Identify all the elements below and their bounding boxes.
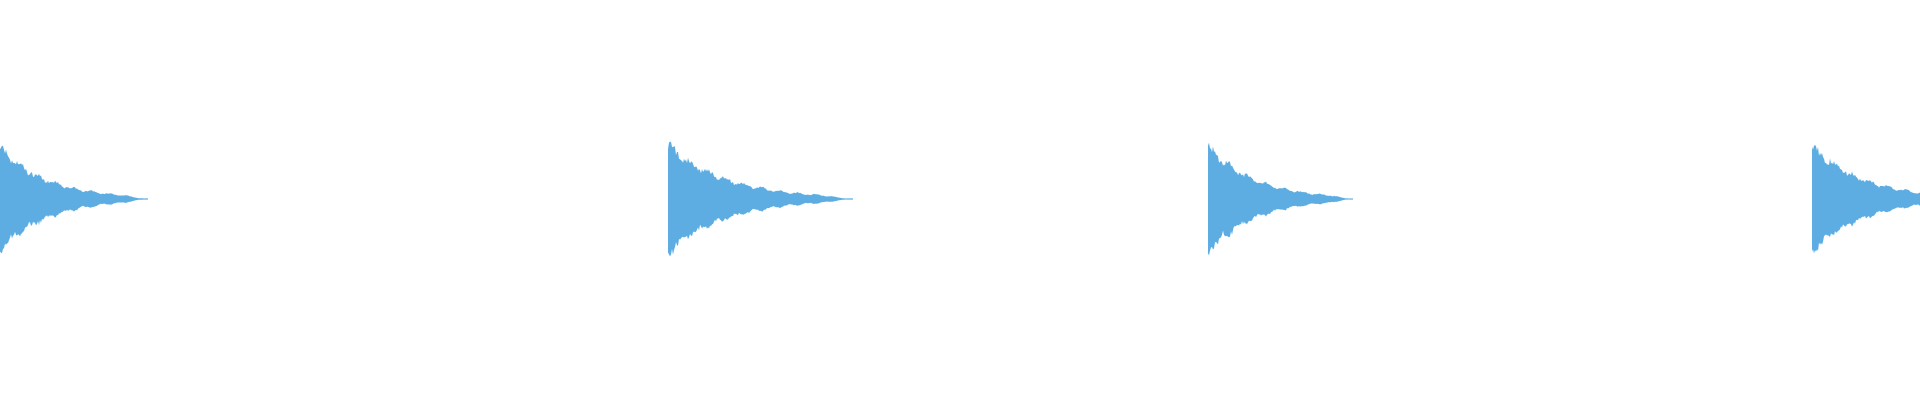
waveform-burst <box>0 145 148 254</box>
waveform-burst <box>1208 142 1353 256</box>
waveform-burst <box>668 141 853 257</box>
waveform-burst <box>1812 145 1920 254</box>
